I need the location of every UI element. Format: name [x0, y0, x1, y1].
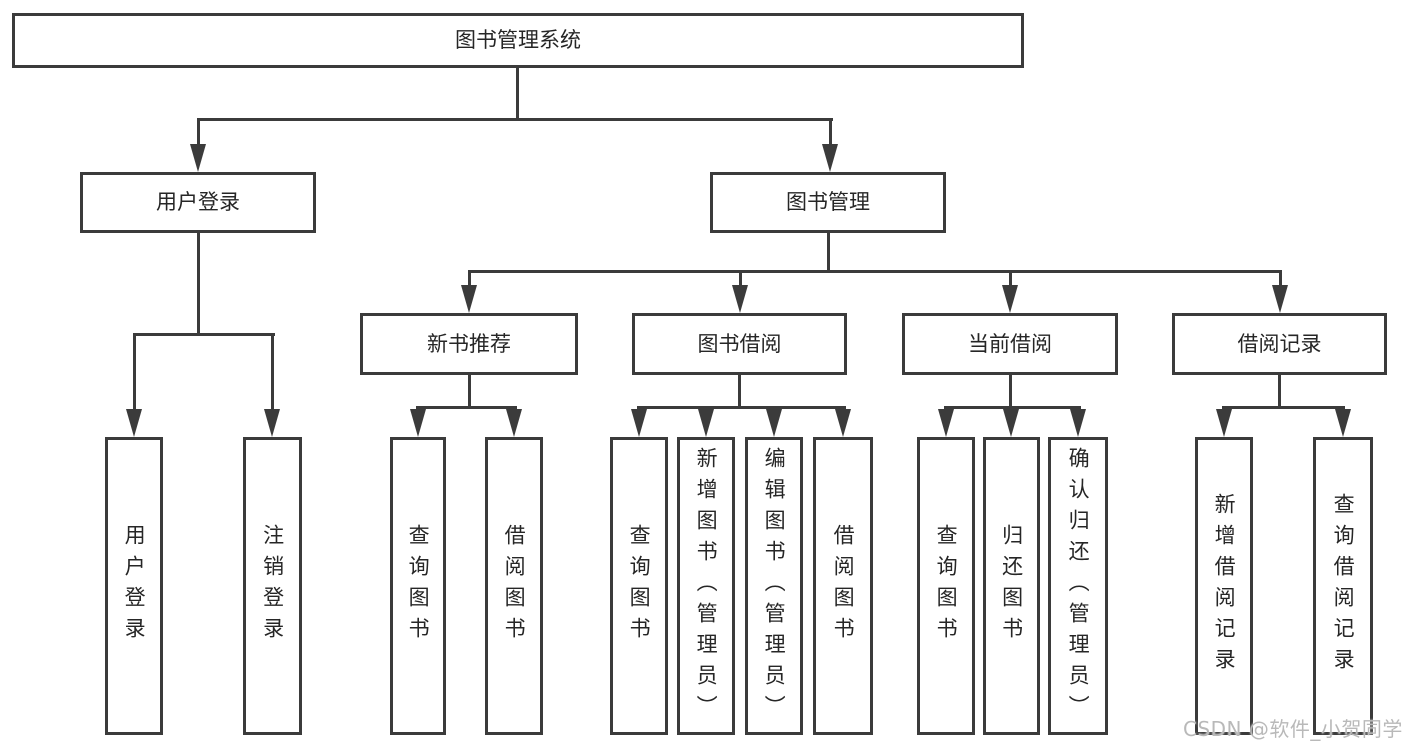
leaf-edit-book-admin-label: 编辑图书（管理员） [762, 446, 787, 726]
leaf-logout: 注销登录 [243, 437, 302, 735]
connector-line [829, 118, 832, 147]
connector-line [944, 406, 1081, 409]
arrowhead-down-icon [461, 285, 477, 313]
leaf-query-borrow-record: 查询借阅记录 [1313, 437, 1373, 735]
leaf-newbook-query-book-label: 查询图书 [406, 524, 431, 648]
leaf-confirm-return-admin-label: 确认归还（管理员） [1066, 446, 1091, 726]
node-book-management: 图书管理 [710, 172, 946, 233]
leaf-borrow-query-book: 查询图书 [610, 437, 668, 735]
arrowhead-down-icon [938, 409, 954, 437]
leaf-user-login: 用户登录 [105, 437, 163, 735]
arrowhead-down-icon [506, 409, 522, 437]
node-book-borrow: 图书借阅 [632, 313, 847, 375]
leaf-add-borrow-record-label: 新增借阅记录 [1212, 493, 1237, 679]
leaf-borrow-borrow-book: 借阅图书 [813, 437, 873, 735]
node-new-book-recommend: 新书推荐 [360, 313, 578, 375]
arrowhead-down-icon [1070, 409, 1086, 437]
leaf-current-query-book-label: 查询图书 [934, 524, 959, 648]
leaf-add-book-admin: 新增图书（管理员） [677, 437, 735, 735]
arrowhead-down-icon [822, 144, 838, 172]
leaf-newbook-query-book: 查询图书 [390, 437, 446, 735]
connector-line [468, 375, 471, 409]
connector-line [637, 406, 846, 409]
connector-line [739, 270, 742, 287]
arrowhead-down-icon [766, 409, 782, 437]
leaf-query-borrow-record-label: 查询借阅记录 [1331, 493, 1356, 679]
connector-line [468, 270, 471, 287]
connector-line [1278, 375, 1281, 409]
connector-line [1009, 270, 1012, 287]
arrowhead-down-icon [732, 285, 748, 313]
connector-line [827, 233, 830, 273]
connector-line [197, 118, 200, 147]
connector-line [468, 270, 1282, 273]
arrowhead-down-icon [190, 144, 206, 172]
leaf-return-book: 归还图书 [983, 437, 1040, 735]
leaf-edit-book-admin: 编辑图书（管理员） [745, 437, 803, 735]
node-book-management-label: 图书管理 [786, 190, 870, 214]
connector-line [416, 406, 517, 409]
node-book-borrow-label: 图书借阅 [697, 331, 782, 356]
arrowhead-down-icon [1216, 409, 1232, 437]
leaf-return-book-label: 归还图书 [999, 524, 1024, 648]
arrowhead-down-icon [835, 409, 851, 437]
connector-line [133, 333, 136, 411]
node-user-login-label: 用户登录 [156, 190, 240, 214]
connector-line [1279, 270, 1282, 287]
leaf-borrow-borrow-book-label: 借阅图书 [831, 524, 856, 648]
connector-line [271, 333, 274, 411]
node-borrow-records-label: 借阅记录 [1237, 331, 1322, 356]
connector-line [197, 118, 833, 121]
arrowhead-down-icon [698, 409, 714, 437]
connector-line [738, 375, 741, 409]
arrowhead-down-icon [1003, 409, 1019, 437]
connector-line [516, 68, 519, 121]
node-borrow-records: 借阅记录 [1172, 313, 1387, 375]
arrowhead-down-icon [410, 409, 426, 437]
leaf-newbook-borrow-book: 借阅图书 [485, 437, 543, 735]
leaf-logout-label: 注销登录 [260, 524, 285, 648]
connector-line [197, 233, 200, 336]
node-root-label: 图书管理系统 [455, 28, 581, 52]
arrowhead-down-icon [1335, 409, 1351, 437]
node-current-borrow: 当前借阅 [902, 313, 1118, 375]
csdn-watermark: CSDN @软件_小贺同学 [1183, 717, 1403, 741]
node-user-login: 用户登录 [80, 172, 316, 233]
node-current-borrow-label: 当前借阅 [968, 331, 1052, 356]
connector-line [1009, 375, 1012, 409]
leaf-user-login-label: 用户登录 [122, 524, 147, 648]
leaf-add-borrow-record: 新增借阅记录 [1195, 437, 1253, 735]
arrowhead-down-icon [1002, 285, 1018, 313]
node-root: 图书管理系统 [12, 13, 1024, 68]
connector-line [1222, 406, 1345, 409]
arrowhead-down-icon [631, 409, 647, 437]
leaf-borrow-query-book-label: 查询图书 [627, 524, 652, 648]
arrowhead-down-icon [126, 409, 142, 437]
leaf-newbook-borrow-book-label: 借阅图书 [502, 524, 527, 648]
arrowhead-down-icon [1272, 285, 1288, 313]
leaf-current-query-book: 查询图书 [917, 437, 975, 735]
arrowhead-down-icon [264, 409, 280, 437]
node-new-book-recommend-label: 新书推荐 [427, 331, 511, 356]
leaf-add-book-admin-label: 新增图书（管理员） [694, 446, 719, 726]
leaf-confirm-return-admin: 确认归还（管理员） [1048, 437, 1108, 735]
connector-line [133, 333, 275, 336]
